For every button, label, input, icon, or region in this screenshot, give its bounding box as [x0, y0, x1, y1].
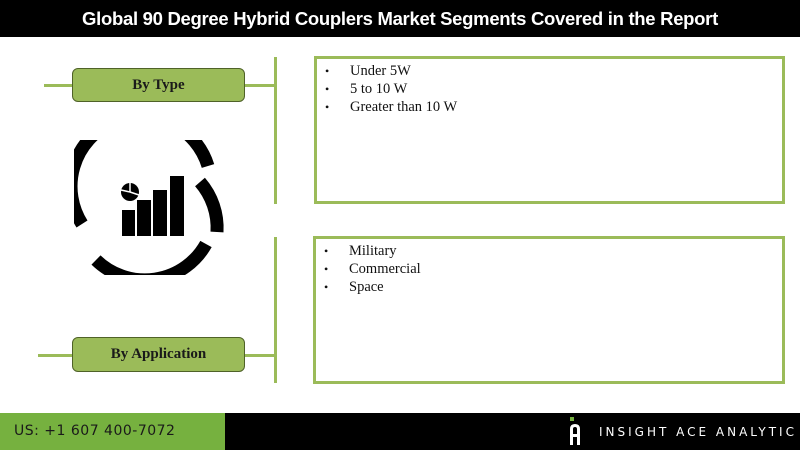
segment-list: • Military • Commercial • Space — [316, 239, 782, 296]
list-item: • Military — [324, 242, 782, 260]
segment-box-by-application: • Military • Commercial • Space — [313, 236, 785, 384]
list-item: • Under 5W — [325, 62, 782, 80]
connector-line — [245, 354, 276, 357]
segment-box-by-type: • Under 5W • 5 to 10 W • Greater than 10 W — [314, 56, 785, 204]
list-item-label: Space — [349, 279, 384, 295]
list-item-label: Greater than 10 W — [350, 99, 458, 115]
bullet-icon: • — [324, 262, 329, 276]
connector-line-vertical — [274, 237, 277, 383]
brand-name: INSIGHT ACE ANALYTIC — [599, 425, 797, 439]
bullet-icon: • — [325, 100, 330, 114]
segment-label-by-application: By Application — [72, 337, 245, 372]
connector-line — [38, 354, 74, 357]
connector-line-vertical — [274, 57, 277, 204]
segment-list: • Under 5W • 5 to 10 W • Greater than 10 W — [317, 59, 782, 116]
contact-phone: US: +1 607 400-7072 — [0, 413, 225, 450]
analytics-chart-icon — [64, 109, 234, 287]
list-item: • 5 to 10 W — [325, 80, 782, 98]
list-item: • Commercial — [324, 260, 782, 278]
footer-bar — [225, 413, 800, 450]
list-item: • Space — [324, 278, 782, 296]
list-item-label: 5 to 10 W — [350, 81, 408, 97]
insight-ace-logo-icon — [568, 417, 584, 445]
bullet-icon: • — [325, 82, 330, 96]
bullet-icon: • — [324, 244, 329, 258]
list-item: • Greater than 10 W — [325, 98, 782, 116]
list-item-label: Under 5W — [350, 63, 411, 79]
bullet-icon: • — [325, 64, 330, 78]
list-item-label: Military — [349, 243, 397, 259]
list-item-label: Commercial — [349, 261, 421, 277]
connector-line — [245, 84, 276, 87]
segment-label-by-type: By Type — [72, 68, 245, 102]
page-title: Global 90 Degree Hybrid Couplers Market … — [0, 0, 800, 37]
bullet-icon: • — [324, 280, 329, 294]
connector-line — [44, 84, 74, 87]
